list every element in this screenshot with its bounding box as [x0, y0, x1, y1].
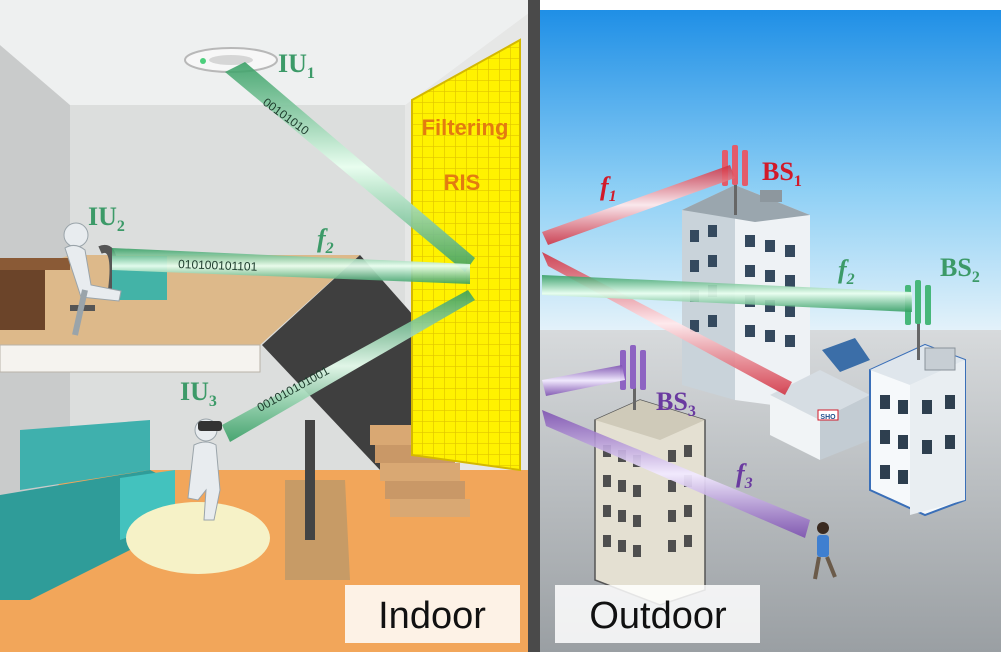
outdoor-scene: SHO	[540, 10, 1001, 652]
indoor-label: Indoor	[378, 595, 486, 637]
ris-label-line1: Filtering	[422, 115, 509, 140]
indoor-scene: Filtering RIS 00101010 010100101101 0010…	[0, 0, 530, 652]
upper-floor-edge	[0, 345, 260, 372]
ris-label-line2: RIS	[444, 170, 481, 195]
ceiling-light-iu1	[185, 48, 277, 72]
shop-sign: SHO	[820, 414, 836, 421]
divider	[528, 0, 540, 652]
bits-iu2: 010100101101	[178, 257, 258, 274]
rug	[126, 502, 270, 574]
outdoor-label: Outdoor	[589, 595, 727, 637]
